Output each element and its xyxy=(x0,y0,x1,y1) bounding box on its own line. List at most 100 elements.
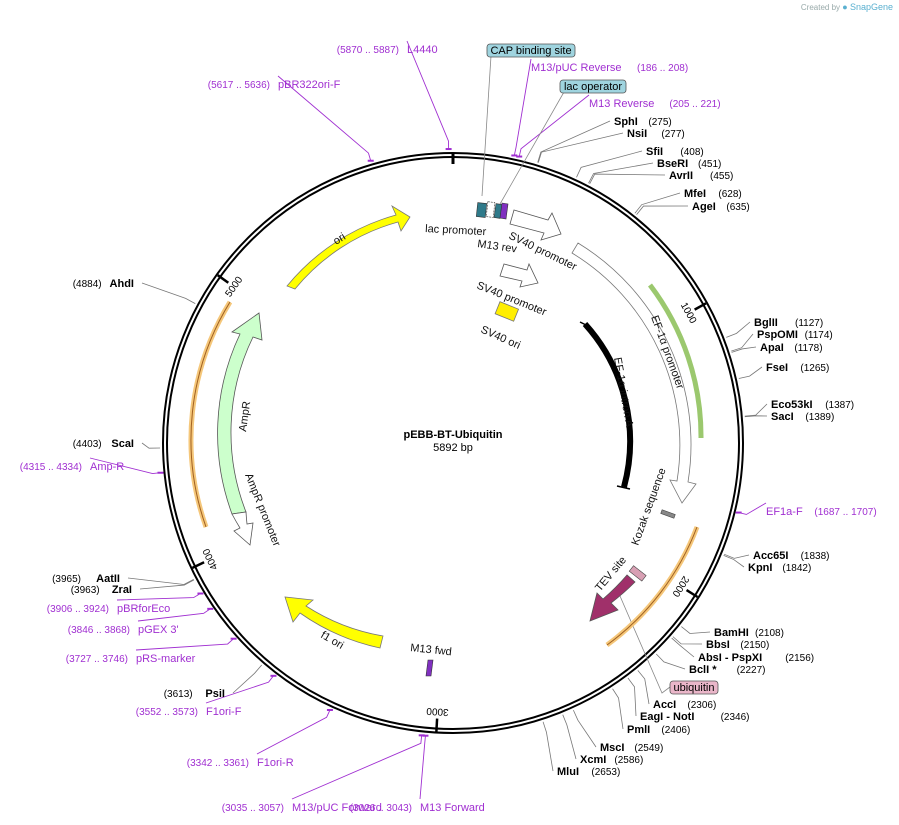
site-position: (1174) xyxy=(805,330,833,341)
primer-l4440[interactable]: (5870 .. 5887)L4440 xyxy=(337,44,438,56)
site-pspomi[interactable]: PspOMI(1174) xyxy=(757,329,833,341)
primer-pbrforeco[interactable]: (3906 .. 3924)pBRforEco xyxy=(47,603,170,615)
feature-m13-fwd[interactable]: M13 fwd xyxy=(410,642,453,677)
boxed-ubiquitin[interactable]: ubiquitin xyxy=(669,680,719,695)
site-mlui[interactable]: MluI(2653) xyxy=(557,766,620,778)
site-name: AvrII xyxy=(669,170,693,182)
site-name: AhdI xyxy=(110,278,134,290)
site-name: PmlI xyxy=(627,724,650,736)
site-leader xyxy=(562,714,577,760)
site-leader xyxy=(139,579,195,590)
site-eco53ki[interactable]: Eco53kI(1387) xyxy=(771,399,854,411)
feature-lac-promoter[interactable]: lac promoter xyxy=(425,201,503,238)
primer-f1ori-f[interactable]: (3552 .. 3573)F1ori-F xyxy=(136,706,242,718)
feature-f1-ori[interactable]: f1 ori xyxy=(284,596,384,652)
cap-site-block xyxy=(485,201,496,218)
site-position: (3963) xyxy=(71,585,100,596)
orange-highlight-line xyxy=(606,526,698,646)
primer-leader xyxy=(116,593,201,601)
primer-name: F1ori-F xyxy=(206,706,242,718)
site-avrii[interactable]: AvrII(455) xyxy=(669,170,733,182)
sv40-promoter-2-arrow xyxy=(499,262,539,288)
primer-name: F1ori-R xyxy=(257,757,294,769)
site-msci[interactable]: MscI(2549) xyxy=(600,742,663,754)
site-bamhi[interactable]: BamHI(2108) xyxy=(714,627,784,639)
feature-ori[interactable]: ori xyxy=(286,204,411,290)
site-zrai[interactable]: ZraI(3963) xyxy=(71,584,132,596)
primer-position: (5870 .. 5887) xyxy=(337,45,399,56)
site-name: ScaI xyxy=(111,438,134,450)
site-leader xyxy=(141,442,161,449)
site-bglii[interactable]: BglII (1127) xyxy=(754,317,823,329)
site-acc65i[interactable]: Acc65I(1838) xyxy=(753,550,830,562)
primer-position: (5617 .. 5636) xyxy=(208,80,270,91)
boxed-lac-operator[interactable]: lac operator xyxy=(559,79,627,94)
feature-m13-rev[interactable]: M13 rev xyxy=(477,202,519,256)
feature-ef1a-intron[interactable]: EF-1α intron A xyxy=(579,321,635,490)
credit-brand: SnapGene xyxy=(849,2,893,12)
site-name: BglII xyxy=(754,317,778,329)
primer-amp-r[interactable]: (4315 .. 4334)Amp-R xyxy=(20,461,125,473)
site-eagi-noti[interactable]: EagI - NotI(2346) xyxy=(640,711,750,723)
site-leader xyxy=(537,132,624,163)
primer-position: (3342 .. 3361) xyxy=(187,758,249,769)
site-fsei[interactable]: FseI(1265) xyxy=(766,362,829,374)
site-name: Acc65I xyxy=(753,550,788,562)
site-position: (451) xyxy=(698,159,721,170)
site-mfei[interactable]: MfeI(628) xyxy=(684,188,742,200)
site-acci[interactable]: AccI(2306) xyxy=(653,699,716,711)
primer-m13-puc-reverse[interactable]: (186 .. 208)M13/pUC Reverse xyxy=(531,62,688,74)
tev-site-block xyxy=(628,565,647,582)
feature-sv40-ori[interactable]: SV40 ori xyxy=(479,301,522,352)
site-apai[interactable]: ApaI(1178) xyxy=(760,342,823,354)
site-position: (3965) xyxy=(52,574,81,585)
site-sphi[interactable]: SphI(275) xyxy=(614,116,672,128)
site-bcli-[interactable]: BclI *(2227) xyxy=(689,664,766,676)
site-pmli[interactable]: PmlI(2406) xyxy=(627,724,690,736)
site-xcmi[interactable]: XcmI(2586) xyxy=(580,754,643,766)
site-scai[interactable]: ScaI(4403) xyxy=(73,438,134,450)
site-name: AatII xyxy=(96,573,120,585)
site-absi-pspxi[interactable]: AbsI - PspXI(2156) xyxy=(698,652,814,664)
site-kpni[interactable]: KpnI(1842) xyxy=(748,562,811,574)
ori-arrow xyxy=(286,204,411,290)
feature-ef1a-promoter[interactable]: EF-1α promoter xyxy=(571,242,704,504)
primer-ef1a-f[interactable]: (1687 .. 1707)EF1a-F xyxy=(766,506,877,518)
boxed-cap-binding-site[interactable]: CAP binding site xyxy=(486,43,576,58)
feature-orange-highlight[interactable] xyxy=(605,526,700,648)
feature-kozak[interactable]: Kozak sequence xyxy=(630,466,676,547)
primer-name: pBRforEco xyxy=(117,603,170,615)
primer-m13-puc-forward[interactable]: (3035 .. 3057)M13/pUC Forward xyxy=(222,802,382,814)
primer-m13-forward[interactable]: (3026 .. 3043)M13 Forward xyxy=(350,802,485,814)
m13-rev-label: M13 rev xyxy=(477,238,519,255)
primer-m13-reverse[interactable]: (205 .. 221)M13 Reverse xyxy=(589,98,721,110)
site-agei[interactable]: AgeI(635) xyxy=(692,201,750,213)
site-position: (4884) xyxy=(73,279,102,290)
primer-leader xyxy=(291,735,423,800)
site-bbsi[interactable]: BbsI(2150) xyxy=(706,639,769,651)
feature-ampr[interactable]: AmpR xyxy=(217,312,263,515)
primer-f1ori-r[interactable]: (3342 .. 3361) F1ori-R xyxy=(187,757,294,769)
site-saci[interactable]: SacI(1389) xyxy=(771,411,834,423)
site-bseri[interactable]: BseRI(451) xyxy=(657,158,721,170)
ef1a-intron-end xyxy=(616,485,631,490)
primer-pbr322ori-f[interactable]: (5617 .. 5636)pBR322ori-F xyxy=(208,79,341,91)
primer-position: (186 .. 208) xyxy=(637,63,688,74)
site-aatii[interactable]: AatII (3965) xyxy=(52,573,120,585)
site-name: PsiI xyxy=(205,688,225,700)
site-nsii[interactable]: NsiI(277) xyxy=(627,128,685,140)
m13-rev-arrow xyxy=(499,202,509,220)
site-ahdi[interactable]: AhdI (4884) xyxy=(73,278,134,290)
primer-prs-marker[interactable]: (3727 .. 3746)pRS-marker xyxy=(66,653,196,665)
site-position: (1127) xyxy=(795,318,823,329)
site-position: (275) xyxy=(648,117,671,128)
site-name: MluI xyxy=(557,766,579,778)
site-position: (2150) xyxy=(740,640,769,651)
primer-leader xyxy=(406,40,450,150)
primer-pgex-3-[interactable]: (3846 .. 3868)pGEX 3' xyxy=(68,624,179,636)
site-psii[interactable]: PsiI(3613) xyxy=(164,688,225,700)
site-sfii[interactable]: SfiI(408) xyxy=(646,146,704,158)
feature-sv40-promoter-1[interactable]: SV40 promoter xyxy=(507,209,579,273)
feature-ubiquitin[interactable] xyxy=(589,574,636,622)
sv40-promoter-1-arrow xyxy=(509,209,562,241)
